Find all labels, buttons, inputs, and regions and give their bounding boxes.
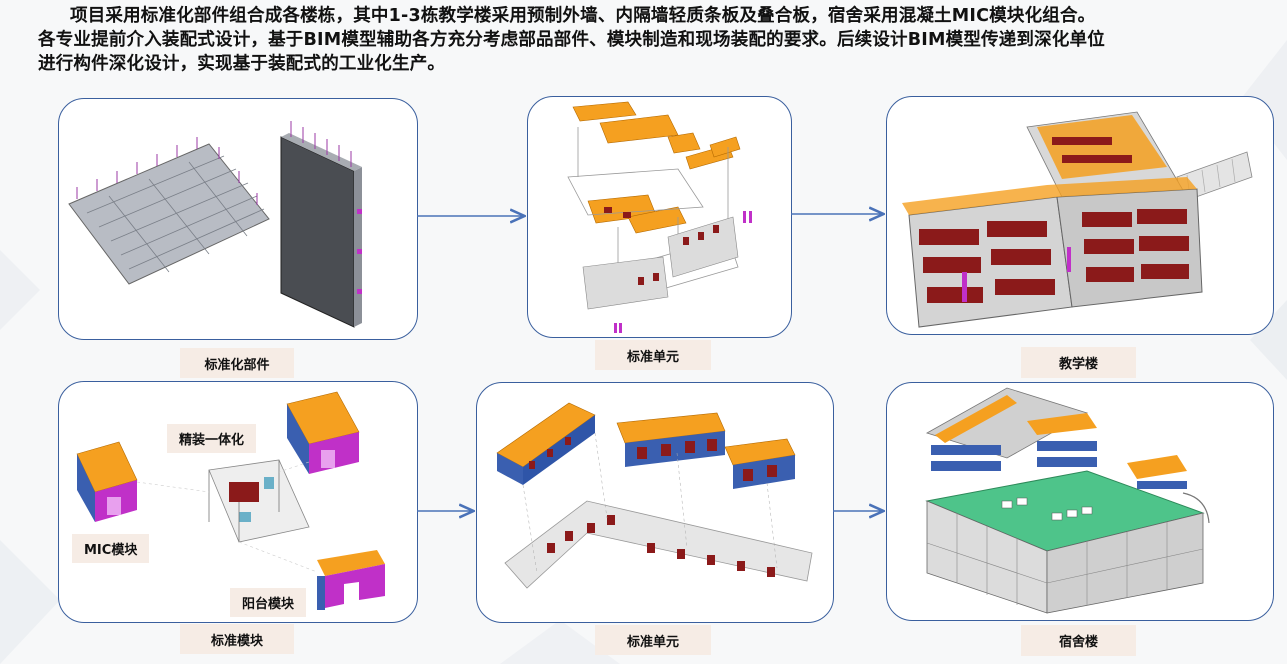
precast-components-illustration: [59, 99, 417, 339]
panel-standard-modules: [58, 381, 418, 623]
panel-dormitory: [886, 382, 1274, 621]
intro-line-3: 进行构件深化设计，实现基于装配式的工业化生产。: [38, 52, 1268, 76]
teaching-building-illustration: [887, 97, 1273, 334]
standard-modules-illustration: [59, 382, 417, 622]
dorm-unit-illustration: [477, 383, 833, 622]
intro-line-1: 项目采用标准化部件组合成各楼栋，其中1-3栋教学楼采用预制外墙、内隔墙轻质条板及…: [70, 6, 1095, 26]
panel-standard-unit-top: [527, 96, 792, 338]
label-finish-integration: 精装一体化: [167, 424, 256, 453]
caption-teaching-building: 教学楼: [1021, 347, 1136, 378]
intro-line-2: 各专业提前介入装配式设计，基于BIM模型辅助各方充分考虑部品部件、模块制造和现场…: [38, 28, 1268, 52]
dormitory-illustration: [887, 383, 1273, 620]
panel-standard-components: [58, 98, 418, 340]
intro-text: 项目采用标准化部件组合成各楼栋，其中1-3栋教学楼采用预制外墙、内隔墙轻质条板及…: [38, 4, 1268, 76]
caption-dormitory: 宿舍楼: [1021, 625, 1136, 656]
caption-standard-modules: 标准模块: [180, 624, 294, 654]
caption-standard-unit-bottom: 标准单元: [595, 625, 711, 655]
caption-standard-unit-top: 标准单元: [595, 340, 711, 370]
label-balcony-module: 阳台模块: [230, 588, 306, 617]
panel-standard-unit-bottom: [476, 382, 834, 623]
standard-unit-illustration: [528, 97, 791, 337]
panel-teaching-building: [886, 96, 1274, 335]
caption-standard-components: 标准化部件: [180, 348, 294, 378]
label-mic-module: MIC模块: [72, 534, 149, 563]
